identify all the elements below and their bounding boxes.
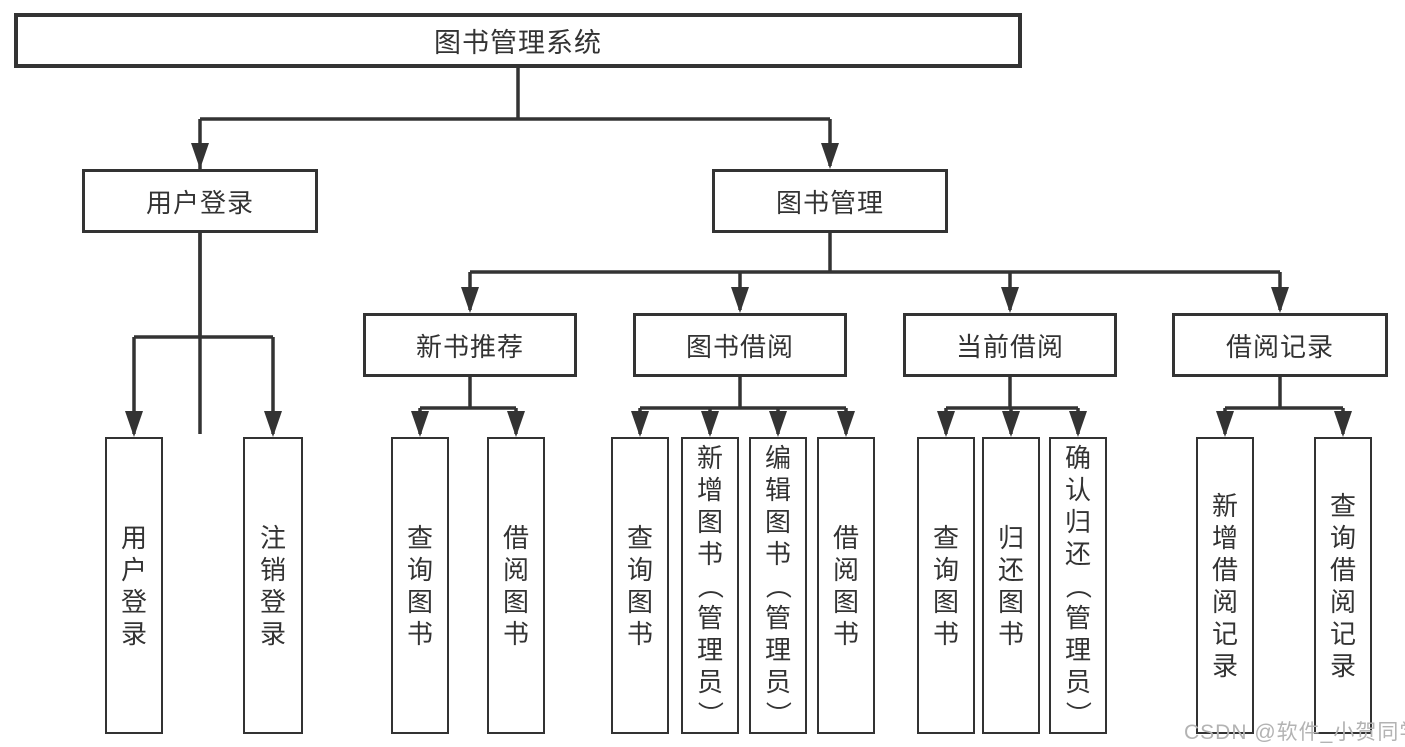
leaf-query-borrow-record: 查询借阅记录 (1314, 437, 1372, 734)
arrow-down-icon (769, 411, 787, 437)
node-book-management: 图书管理 (712, 169, 948, 233)
node-borrow-records: 借阅记录 (1172, 313, 1388, 377)
leaf-label: 查询图书 (626, 522, 653, 649)
node-label: 新书推荐 (415, 331, 524, 362)
leaf-label: 编辑图书（管理员） (762, 442, 793, 727)
leaf-query-books-borrow: 查询图书 (611, 437, 669, 734)
arrow-down-icon (1271, 287, 1289, 313)
connector-book-borrow-group (638, 377, 848, 434)
arrow-down-icon (1002, 411, 1020, 437)
node-label: 当前借阅 (955, 331, 1064, 362)
node-book-borrow: 图书借阅 (633, 313, 847, 377)
connector-user-login-to-leaves (132, 233, 275, 434)
leaf-label: 新增图书（管理员） (694, 442, 725, 727)
node-label: 图书借阅 (685, 331, 794, 362)
arrow-down-icon (1001, 287, 1019, 313)
arrow-down-icon (125, 411, 143, 437)
leaf-query-books-recommend: 查询图书 (391, 437, 449, 734)
arrow-down-icon (631, 411, 649, 437)
leaf-query-books-current: 查询图书 (917, 437, 975, 734)
arrow-down-icon (1216, 411, 1234, 437)
connector-book-management-to-level3 (468, 233, 1282, 310)
arrow-down-icon (837, 411, 855, 437)
leaf-borrow-books-recommend: 借阅图书 (487, 437, 545, 734)
node-current-borrow: 当前借阅 (903, 313, 1117, 377)
watermark-text: CSDN @软件_小贺同学 (1184, 721, 1405, 744)
leaf-add-borrow-record: 新增借阅记录 (1196, 437, 1254, 734)
arrow-down-icon (507, 411, 525, 437)
leaf-label: 注销登录 (259, 522, 286, 649)
arrow-down-icon (264, 411, 282, 437)
leaf-confirm-return-admin: 确认归还（管理员） (1049, 437, 1107, 734)
arrow-down-icon (411, 411, 429, 437)
leaf-label: 查询借阅记录 (1329, 490, 1356, 681)
leaf-label: 确认归还（管理员） (1062, 442, 1093, 727)
leaf-borrow-books: 借阅图书 (817, 437, 875, 734)
leaf-label: 借阅图书 (502, 522, 529, 649)
arrowheads (125, 143, 1352, 437)
arrow-down-icon (821, 143, 839, 169)
leaf-return-books: 归还图书 (982, 437, 1040, 734)
connector-borrow-record-group (1223, 377, 1345, 434)
arrow-down-icon (191, 143, 209, 169)
node-label: 借阅记录 (1225, 331, 1334, 362)
leaf-label: 归还图书 (997, 522, 1024, 649)
leaf-user-login: 用户登录 (105, 437, 163, 734)
arrow-down-icon (1069, 411, 1087, 437)
node-label: 图书管理系统 (434, 28, 602, 58)
arrow-down-icon (937, 411, 955, 437)
leaf-logout: 注销登录 (243, 437, 303, 734)
connector-root-to-level2 (198, 68, 832, 434)
arrow-down-icon (731, 287, 749, 313)
node-book-management-system: 图书管理系统 (14, 13, 1022, 68)
leaf-add-book-admin: 新增图书（管理员） (681, 437, 739, 734)
node-label: 图书管理 (775, 187, 884, 218)
arrow-down-icon (701, 411, 719, 437)
node-user-login: 用户登录 (82, 169, 318, 233)
leaf-label: 新增借阅记录 (1211, 490, 1238, 681)
connector-new-book-group (418, 377, 518, 434)
node-label: 用户登录 (145, 187, 254, 218)
arrow-down-icon (461, 287, 479, 313)
leaf-label: 用户登录 (120, 522, 147, 649)
node-new-book-recommend: 新书推荐 (363, 313, 577, 377)
leaf-edit-book-admin: 编辑图书（管理员） (749, 437, 807, 734)
leaf-label: 查询图书 (406, 522, 433, 649)
arrow-down-icon (1334, 411, 1352, 437)
leaf-label: 查询图书 (932, 522, 959, 649)
leaf-label: 借阅图书 (832, 522, 859, 649)
